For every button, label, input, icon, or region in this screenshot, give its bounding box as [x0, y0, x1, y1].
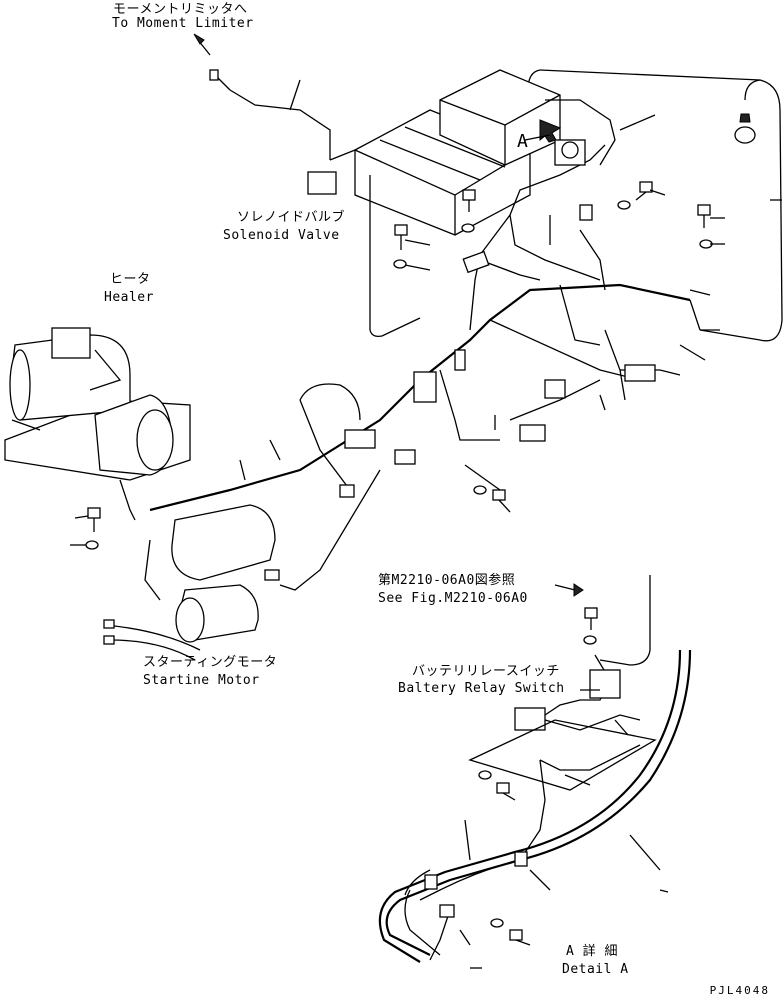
label-heater-en: Healer	[104, 290, 154, 305]
label-detail-en: Detail A	[562, 962, 629, 977]
detail-a	[378, 575, 692, 963]
components	[209, 69, 656, 581]
starting-motor	[103, 504, 276, 661]
leader-lines	[70, 79, 725, 969]
label-heater-jp: ヒータ	[110, 272, 151, 287]
bolts	[85, 181, 713, 946]
drawing-code: PJL4048	[709, 984, 770, 997]
label-see-fig-en: See Fig.M2210-06A0	[378, 591, 528, 606]
label-detail-jp: A 詳 細	[566, 944, 618, 959]
see-fig-arrow	[573, 583, 584, 597]
battery-boxes	[329, 69, 561, 338]
fuel-tank	[527, 69, 783, 342]
label-starting-en: Startine Motor	[143, 673, 260, 688]
callout-a-arrow	[539, 119, 562, 143]
label-moment-limiter-jp: モーメントリミッタへ	[113, 2, 248, 17]
label-solenoid-jp: ソレノイドバルブ	[237, 210, 346, 225]
label-battery-en: Baltery Relay Switch	[398, 681, 565, 696]
callout-a-label: A	[517, 131, 529, 152]
label-starting-jp: スターティングモータ	[143, 655, 278, 670]
label-battery-jp: バッテリリレースイッチ	[412, 664, 560, 679]
label-moment-limiter-en: To Moment Limiter	[112, 16, 254, 31]
label-solenoid-en: Solenoid Valve	[223, 228, 340, 243]
moment-limiter-arrow	[193, 33, 211, 56]
heater	[4, 327, 191, 521]
label-see-fig-jp: 第M2210-06A0図参照	[378, 573, 516, 588]
